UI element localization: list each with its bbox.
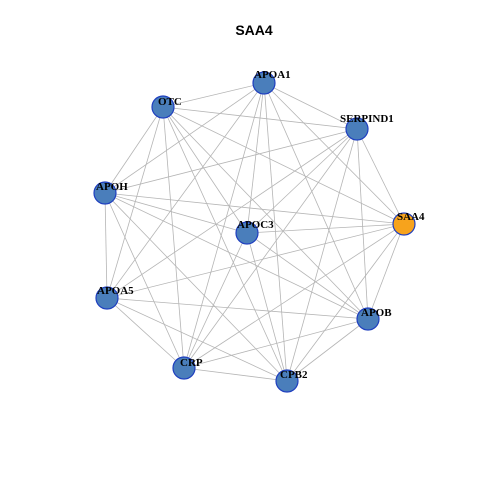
edge-otc-apoc3 (162, 106, 248, 234)
edge-otc-apoh (104, 106, 164, 194)
edge-apoa1-apob (263, 82, 369, 320)
edge-otc-crp (162, 106, 185, 369)
node-label-crp: CRP (180, 357, 203, 369)
node-label-apoa1: APOA1 (254, 69, 291, 81)
edge-serpind1-cpb2 (286, 128, 358, 382)
node-apoa5[interactable] (95, 286, 119, 310)
node-cpb2[interactable] (275, 369, 299, 393)
node-label-cpb2: CPB2 (280, 369, 308, 381)
edge-apoa1-apoh (104, 82, 265, 194)
node-serpind1[interactable] (345, 117, 369, 141)
edge-apoa1-crp (183, 82, 265, 369)
node-apoh[interactable] (93, 181, 117, 205)
edge-serpind1-apob (356, 128, 369, 320)
edge-layer (104, 82, 405, 382)
edge-serpind1-apoc3 (246, 128, 358, 234)
edge-apoh-apoc3 (104, 192, 248, 234)
node-saa4[interactable] (392, 212, 416, 236)
edge-apoa5-cpb2 (106, 297, 288, 382)
edge-apob-crp (183, 318, 369, 369)
edge-otc-saa4 (162, 106, 405, 225)
edge-serpind1-apoa5 (106, 128, 358, 299)
node-otc[interactable] (151, 95, 175, 119)
edge-otc-serpind1 (162, 106, 358, 130)
edge-otc-apoa5 (106, 106, 164, 299)
node-label-serpind1: SERPIND1 (340, 113, 394, 125)
node-apob[interactable] (356, 307, 380, 331)
edge-apob-cpb2 (286, 318, 369, 382)
edge-saa4-apob (367, 223, 405, 320)
diagram-title: SAA4 (235, 22, 273, 38)
edge-serpind1-apoh (104, 128, 358, 194)
node-label-apoa5: APOA5 (97, 285, 134, 297)
edge-apoh-saa4 (104, 192, 405, 225)
edge-apoc3-crp (183, 232, 248, 369)
edge-apoh-apoa5 (104, 192, 108, 299)
node-label-apoh: APOH (96, 181, 128, 193)
edge-serpind1-saa4 (356, 128, 405, 225)
edge-otc-apob (162, 106, 369, 320)
edge-apoa5-crp (106, 297, 185, 369)
edge-apoa1-serpind1 (263, 82, 358, 130)
edge-apoc3-saa4 (246, 223, 405, 234)
edge-apoh-cpb2 (104, 192, 288, 382)
edge-saa4-crp (183, 223, 405, 369)
node-crp[interactable] (172, 356, 196, 380)
node-label-apob: APOB (361, 307, 392, 319)
node-layer (93, 71, 416, 393)
edge-apoa1-cpb2 (263, 82, 288, 382)
node-apoc3[interactable] (235, 221, 259, 245)
node-apoa1[interactable] (252, 71, 276, 95)
node-label-otc: OTC (158, 96, 182, 108)
edge-apoa5-apob (106, 297, 369, 320)
edge-otc-cpb2 (162, 106, 288, 382)
edge-saa4-cpb2 (286, 223, 405, 382)
edge-apoc3-apob (246, 232, 369, 320)
node-label-apoc3: APOC3 (237, 219, 274, 231)
edge-apoa1-saa4 (263, 82, 405, 225)
edge-saa4-apoa5 (106, 223, 405, 299)
edge-crp-cpb2 (183, 367, 288, 382)
edge-apoh-crp (104, 192, 185, 369)
node-label-saa4: SAA4 (397, 211, 425, 223)
edge-apoa1-otc (162, 82, 265, 108)
edge-apoa1-apoa5 (106, 82, 265, 299)
edge-apoc3-cpb2 (246, 232, 288, 382)
edge-serpind1-crp (183, 128, 358, 369)
